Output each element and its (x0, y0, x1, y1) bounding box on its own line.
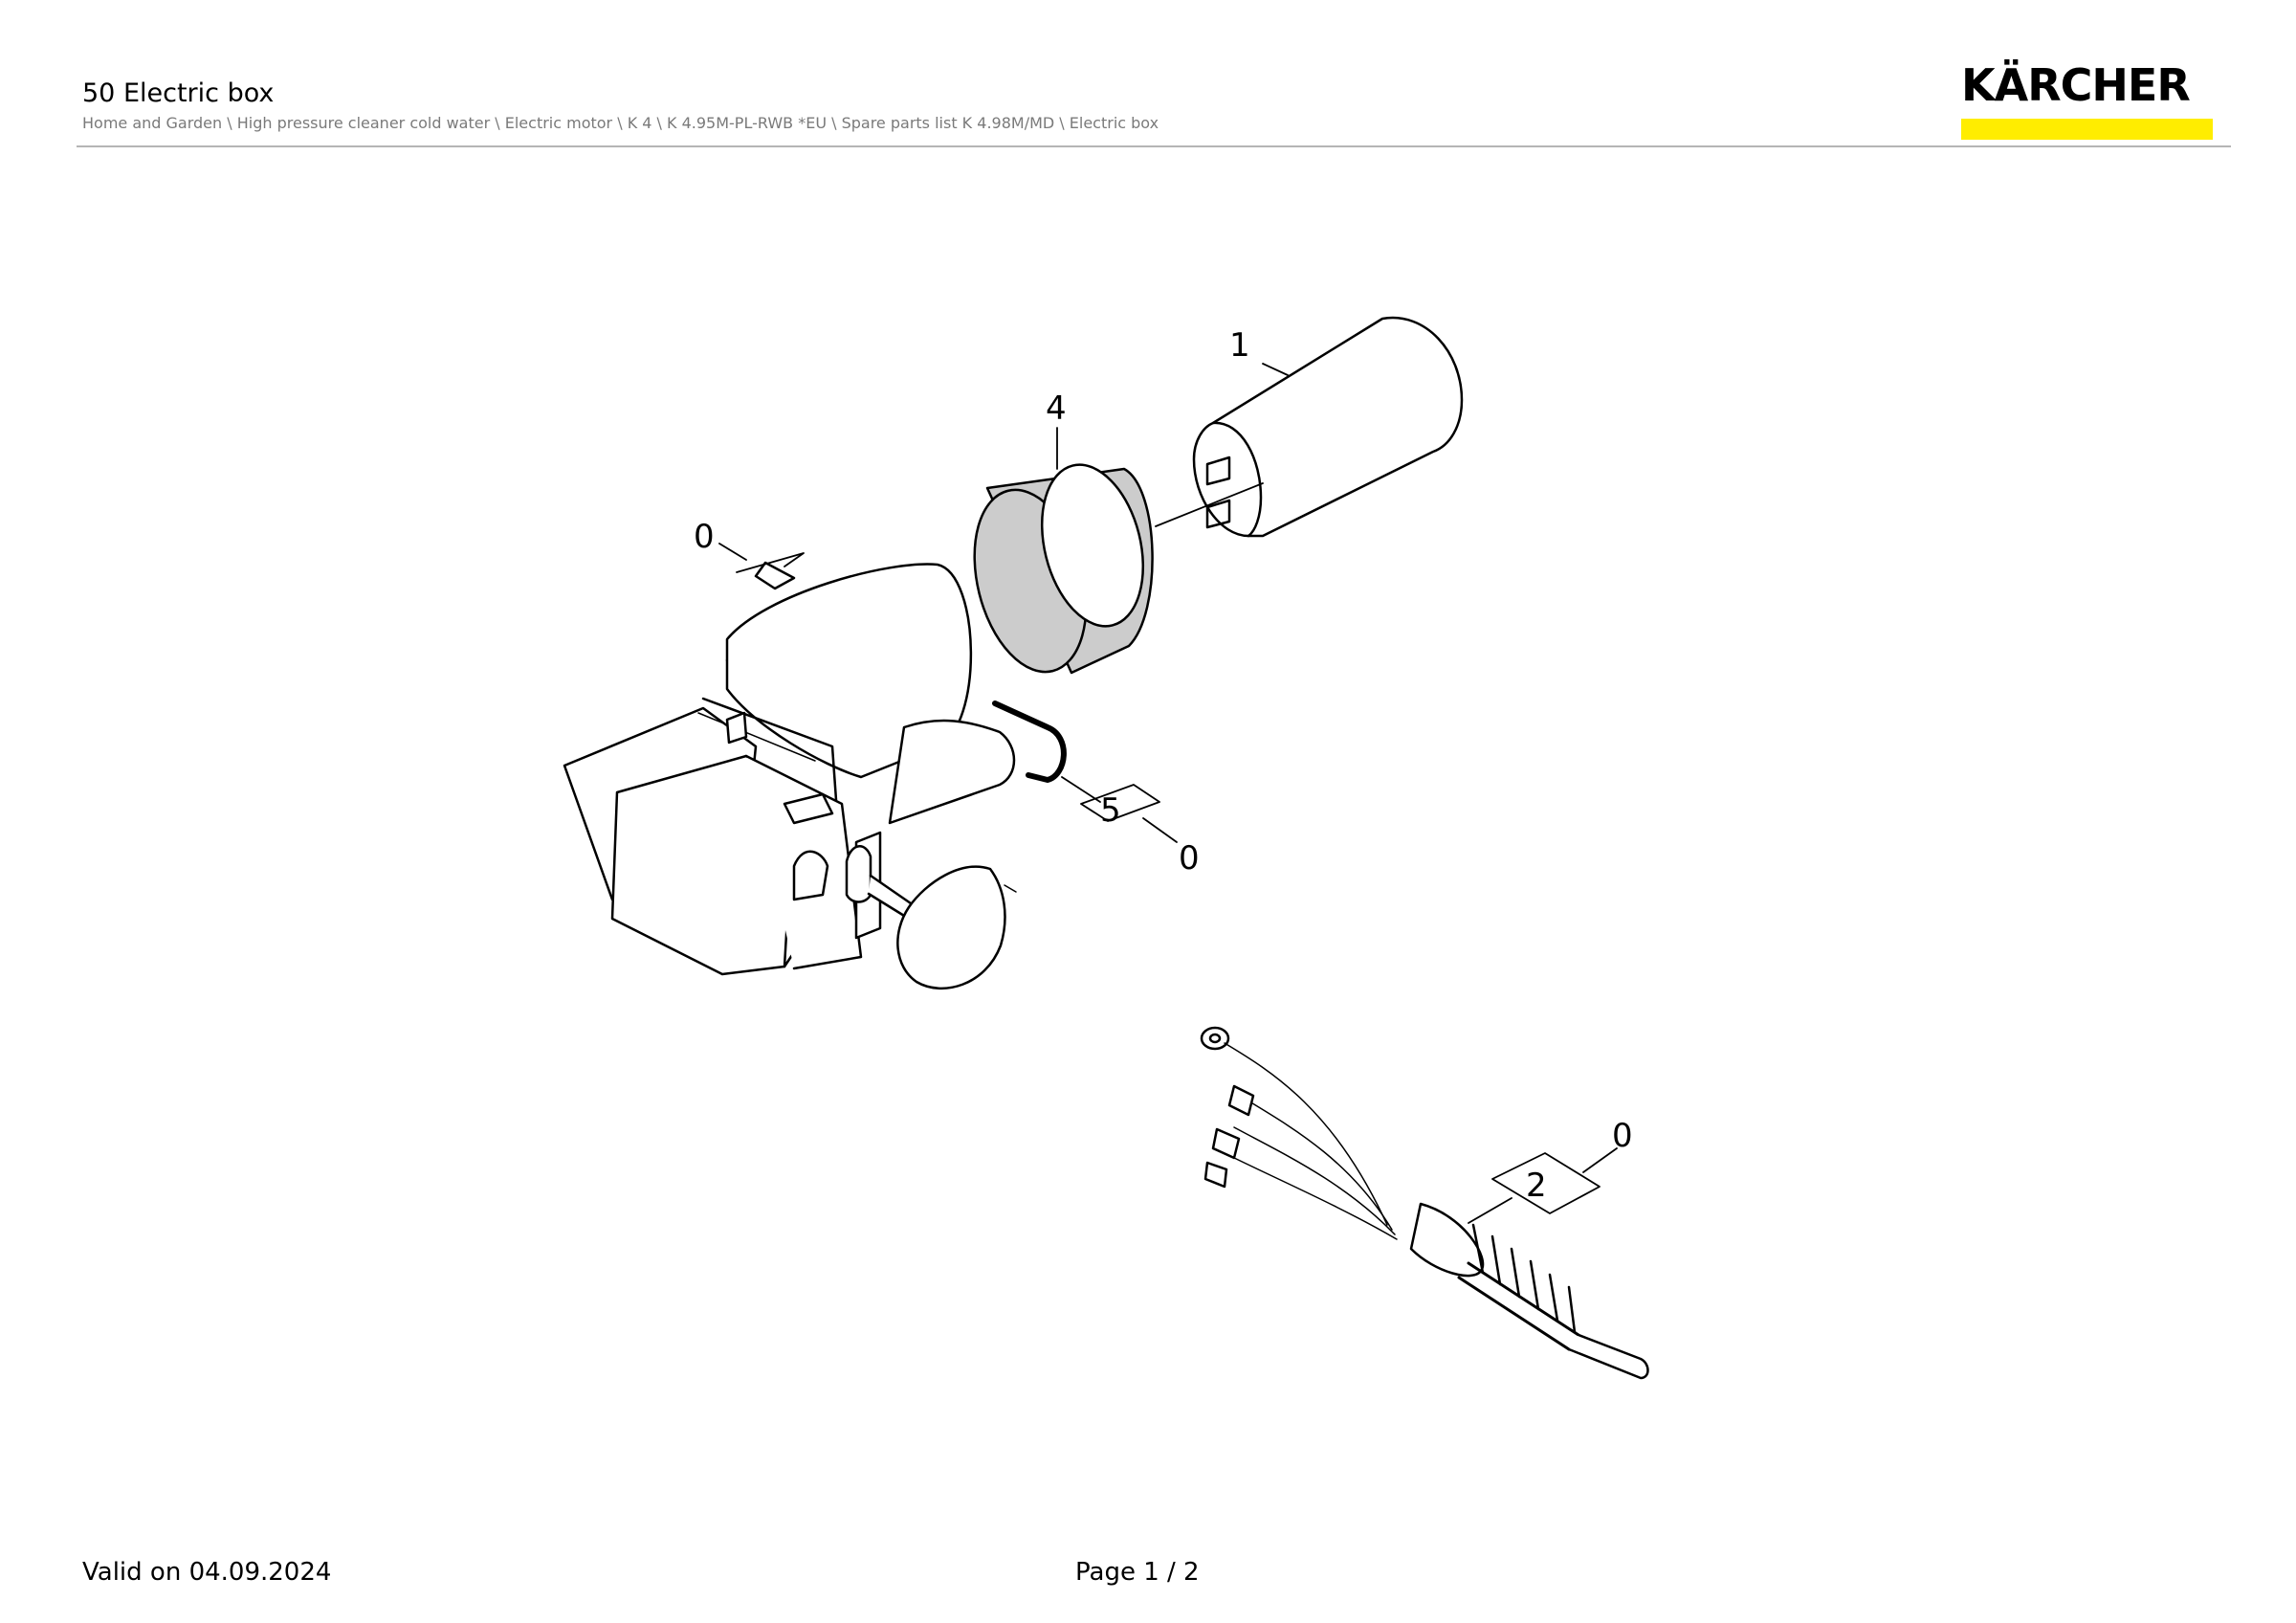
page-title: 50 Electric box (82, 78, 275, 108)
logo-wordmark: KÄRCHER (1961, 59, 2191, 111)
header-divider (77, 145, 2231, 147)
valid-date: Valid on 04.09.2024 (82, 1558, 332, 1587)
part-capacitor (1155, 316, 1464, 538)
callout-4: 4 (1046, 389, 1067, 428)
callout-0-seal: 0 (1179, 839, 1200, 878)
callout-1: 1 (1229, 326, 1250, 365)
callout-5: 5 (1100, 791, 1121, 830)
breadcrumb: Home and Garden \ High pressure cleaner … (82, 114, 1159, 132)
part-cable-grommet (1200, 1026, 1649, 1380)
page-number: Page 1 / 2 (1075, 1558, 1200, 1587)
callout-0-box: 0 (694, 518, 715, 556)
part-electric-box (563, 543, 1017, 989)
part-sleeve-ring (973, 427, 1154, 675)
callout-0-cable: 0 (1612, 1117, 1633, 1155)
callout-2: 2 (1526, 1167, 1547, 1205)
karcher-logo: KÄRCHER (1961, 63, 2216, 140)
logo-yellow-bar (1961, 119, 2213, 140)
part-seal (992, 700, 1178, 843)
